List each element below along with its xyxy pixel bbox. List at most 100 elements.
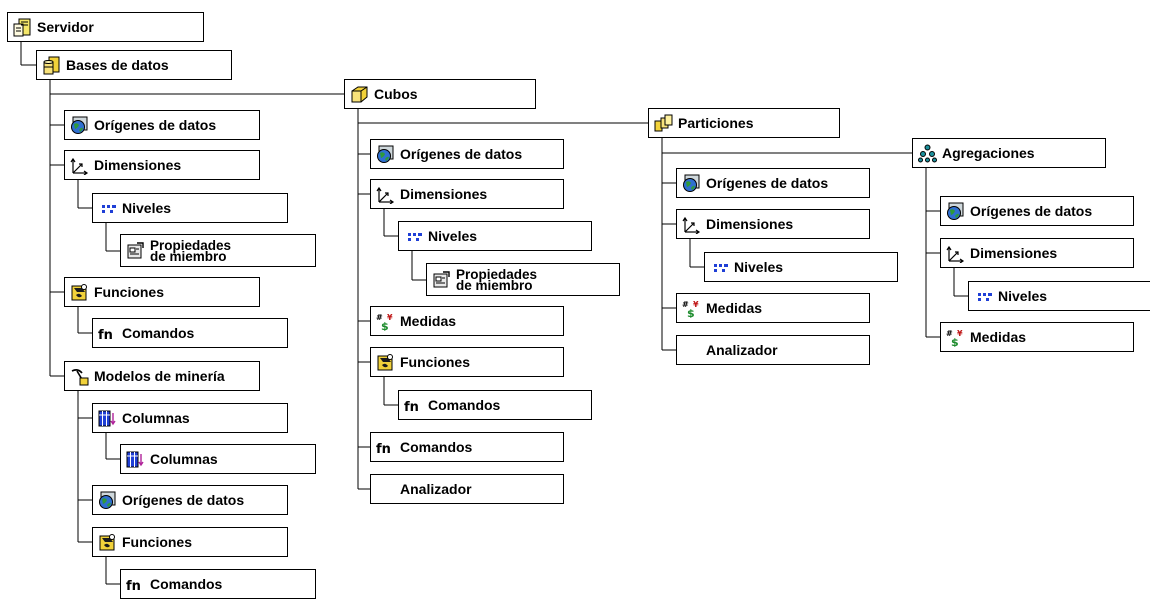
measures-icon: # ¥$	[682, 299, 701, 318]
node-particiones: Particiones	[648, 108, 840, 138]
globe-icon	[70, 116, 89, 135]
node-label: Orígenes de datos	[706, 175, 829, 191]
columns-icon	[126, 450, 145, 469]
function-icon	[376, 353, 395, 372]
node-label: Orígenes de datos	[970, 203, 1093, 219]
node-label: Agregaciones	[942, 145, 1035, 161]
levels-icon	[404, 227, 423, 246]
node-label: Analizador	[400, 481, 472, 497]
dimension-icon	[682, 215, 701, 234]
node-cubos-comandos: fn Comandos	[370, 432, 564, 462]
columns-icon	[98, 409, 117, 428]
node-columnas: Columnas	[92, 403, 288, 433]
partitions-icon	[654, 114, 673, 133]
svg-text:$: $	[381, 320, 389, 331]
node-cubos-niveles: Niveles	[398, 221, 592, 251]
levels-icon	[98, 199, 117, 218]
node-columnas-child: Columnas	[120, 444, 316, 474]
dimension-icon	[376, 185, 395, 204]
globe-icon	[98, 491, 117, 510]
node-cubos-dimensiones: Dimensiones	[370, 179, 564, 209]
member-properties-icon	[126, 241, 145, 260]
node-origenes-de-datos: Orígenes de datos	[64, 110, 260, 140]
node-label: Dimensiones	[970, 245, 1058, 261]
node-particiones-dimensiones: Dimensiones	[676, 209, 870, 239]
node-propiedades-de-miembro: Propiedades de miembro	[120, 234, 316, 267]
cube-icon	[350, 85, 369, 104]
node-label: Bases de datos	[66, 57, 169, 73]
function-icon	[70, 283, 89, 302]
server-icon	[13, 18, 32, 37]
database-icon	[42, 56, 61, 75]
node-agregaciones: Agregaciones	[912, 138, 1106, 168]
node-label: Orígenes de datos	[400, 146, 523, 162]
svg-text:¥: ¥	[693, 300, 699, 309]
node-label: Modelos de minería	[94, 368, 225, 384]
node-cubos-analizador: Analizador	[370, 474, 564, 504]
svg-text:#: #	[682, 300, 689, 309]
fn-icon: fn	[98, 324, 117, 343]
globe-icon	[946, 202, 965, 221]
node-label: Columnas	[150, 451, 218, 467]
fn-icon: fn	[404, 396, 423, 415]
node-label: Particiones	[678, 115, 754, 131]
node-label: Orígenes de datos	[122, 492, 245, 508]
node-dimensiones: Dimensiones	[64, 150, 260, 180]
node-label: Comandos	[400, 439, 473, 455]
node-label: Niveles	[122, 200, 172, 216]
node-label: Niveles	[734, 259, 784, 275]
levels-icon	[974, 287, 993, 306]
globe-icon	[682, 174, 701, 193]
node-particiones-origenes-de-datos: Orígenes de datos	[676, 168, 870, 198]
node-funciones-mining: Funciones	[92, 527, 288, 557]
measures-icon: #¥$	[946, 328, 965, 347]
svg-text:$: $	[687, 307, 695, 318]
node-label: Cubos	[374, 86, 418, 102]
node-label: Analizador	[706, 342, 778, 358]
blank-icon	[376, 480, 395, 499]
svg-text:fn: fn	[376, 442, 391, 457]
node-funciones: Funciones	[64, 277, 260, 307]
node-particiones-medidas: # ¥$ Medidas	[676, 293, 870, 323]
function-icon	[98, 533, 117, 552]
measures-icon: # ¥$	[376, 312, 395, 331]
aggregations-icon	[918, 144, 937, 163]
node-agregaciones-niveles: Niveles	[968, 281, 1150, 311]
node-bases-de-datos: Bases de datos	[36, 50, 232, 80]
node-label: Comandos	[122, 325, 195, 341]
dimension-icon	[946, 244, 965, 263]
node-agregaciones-medidas: #¥$ Medidas	[940, 322, 1134, 352]
node-modelos-de-mineria: Modelos de minería	[64, 361, 260, 391]
node-label: Funciones	[94, 284, 165, 300]
node-cubos: Cubos	[344, 79, 536, 109]
node-label: Propiedades de miembro	[150, 237, 232, 264]
node-label: Dimensiones	[94, 157, 182, 173]
svg-text:#: #	[376, 313, 383, 322]
svg-text:¥: ¥	[957, 329, 963, 338]
node-niveles: Niveles	[92, 193, 288, 223]
node-cubos-medidas: #¥$ Medidas	[370, 306, 564, 336]
svg-text:¥: ¥	[387, 313, 393, 322]
node-comandos-mining: fn Comandos	[120, 569, 316, 599]
node-cubos-origenes-de-datos: Orígenes de datos	[370, 139, 564, 169]
node-label: Servidor	[37, 19, 94, 35]
dimension-icon	[70, 156, 89, 175]
node-label: Medidas	[706, 300, 763, 316]
svg-text:fn: fn	[98, 328, 113, 343]
blank-icon	[682, 341, 701, 360]
fn-icon: fn	[126, 575, 145, 594]
node-label: Funciones	[122, 534, 193, 550]
node-label: Dimensiones	[400, 186, 488, 202]
svg-text:$: $	[951, 336, 959, 347]
node-label: Niveles	[428, 228, 478, 244]
node-label: Funciones	[400, 354, 471, 370]
node-comandos: fn Comandos	[92, 318, 288, 348]
svg-text:fn: fn	[404, 400, 419, 415]
globe-icon	[376, 145, 395, 164]
svg-text:fn: fn	[126, 579, 141, 594]
node-cubos-propiedades-de-miembro: Propiedades de miembro	[426, 263, 620, 296]
levels-icon	[710, 258, 729, 277]
node-cubos-funciones-comandos: fn Comandos	[398, 390, 592, 420]
mining-model-icon	[70, 367, 89, 386]
